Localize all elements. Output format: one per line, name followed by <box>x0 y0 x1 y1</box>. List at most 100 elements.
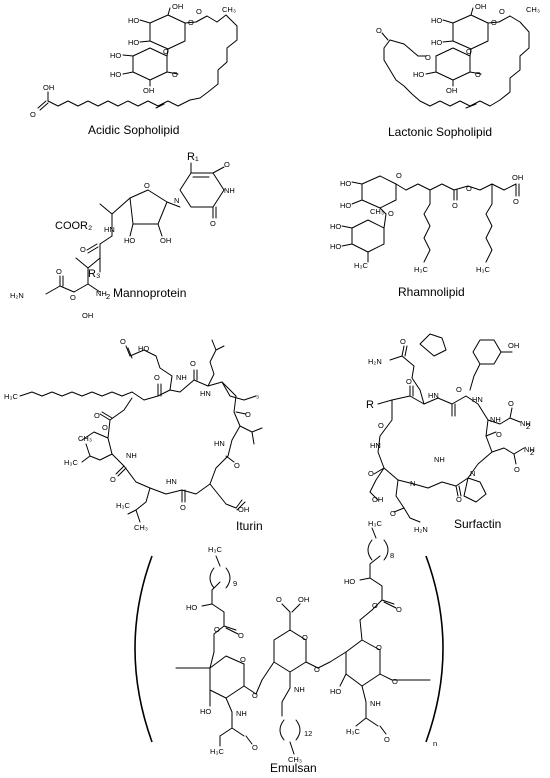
atom-label: H₃C <box>116 501 130 510</box>
atom-label: R₁ <box>187 151 199 163</box>
atom-label: H₃C <box>4 392 18 401</box>
atom-label: O <box>56 267 62 276</box>
chain-bracket <box>383 539 389 561</box>
atom-label: ₃ <box>256 391 259 400</box>
atom-label: O <box>110 475 116 484</box>
atom-label: N <box>470 469 475 478</box>
atom-label: HO <box>330 687 341 696</box>
atom-label: OH <box>172 2 183 11</box>
atom-label: O <box>302 633 308 642</box>
atom-label: NH <box>294 685 305 694</box>
atom-label: CH₃ <box>78 434 92 443</box>
atom-label: O <box>514 465 520 474</box>
caption-surfactin: Surfactin <box>454 517 501 531</box>
chain-bracket <box>225 567 231 589</box>
atom-label: O <box>456 495 462 504</box>
atom-label: 2 <box>526 422 530 431</box>
chain-bracket <box>295 719 301 741</box>
atom-label: O <box>452 201 458 210</box>
atom-label: HN <box>214 439 225 448</box>
atom-label: O <box>456 385 462 394</box>
atom-label: O <box>163 47 169 56</box>
atom-label: HN <box>428 391 439 400</box>
atom-label: NH <box>370 699 381 708</box>
atom-label: HO <box>330 222 341 231</box>
atom-label: O <box>378 421 384 430</box>
atom-label: O <box>94 411 100 420</box>
atom-label: CH₃ <box>370 207 384 216</box>
atom-label: O <box>508 399 514 408</box>
caption-lactonic-sophorolipid: Lactonic Sopholipid <box>388 125 492 139</box>
atom-label: NH <box>176 373 187 382</box>
atom-label: O <box>400 337 406 346</box>
atom-label: OH <box>446 86 457 95</box>
atom-label: HO <box>186 603 197 612</box>
atom-label: OH <box>238 505 249 514</box>
atom-label: HO <box>128 38 139 47</box>
atom-label: OH <box>512 173 523 182</box>
atom-label: HO <box>344 577 355 586</box>
atom-label: H₃C <box>414 265 428 274</box>
atom-label: NH <box>434 455 445 464</box>
atom-label: H₃C <box>208 545 222 554</box>
atom-label: OH <box>82 311 93 320</box>
atom-label: H₃C <box>368 519 382 528</box>
atom-label: HO <box>200 707 211 716</box>
atom-label: H₂N <box>414 525 428 534</box>
atom-label: H₃C <box>64 458 78 467</box>
atom-label: NH <box>236 709 247 718</box>
atom-label: O <box>120 337 126 346</box>
atom-label: HO <box>128 16 139 25</box>
caption-mannoprotein: Mannoprotein <box>113 286 186 300</box>
caption-rhamnolipid: Rhamnolipid <box>398 285 465 299</box>
lactonic-sophorolipid-structure: OH HO HO HO OH O O O O CH₃ O O Lactonic … <box>376 2 540 139</box>
chain-bracket <box>209 567 215 589</box>
atom-label: O <box>30 110 36 119</box>
emulsan-structure: H₃C 9 HO O O O HO NH O H₃C O O OH O O NH… <box>134 519 444 775</box>
repeat-bracket-left <box>134 555 153 743</box>
atom-label: O <box>466 47 472 56</box>
atom-label: O <box>190 359 196 368</box>
atom-label: O <box>252 691 258 700</box>
atom-label: O <box>376 643 382 652</box>
atom-label: O <box>188 18 194 27</box>
atom-label: O <box>475 70 481 79</box>
atom-label: H₃C <box>210 747 224 756</box>
atom-label: O <box>154 373 160 382</box>
atom-label: O <box>390 509 396 518</box>
atom-label: O <box>491 18 497 27</box>
rhamnolipid-structure: HO HO CH₃ HO HO H₃C O O O O OH O H₃C H₃C… <box>330 171 523 299</box>
atom-label: H₃C <box>354 261 368 270</box>
mannoprotein-structure: R₁ O NH O N O OH HO COOR₂ HN O R₃ NH 2 O… <box>10 151 235 320</box>
atom-label: HN <box>166 477 177 486</box>
atom-label: HO <box>110 51 121 60</box>
atom-label: OH <box>475 2 486 11</box>
atom-label: H₃C <box>476 265 490 274</box>
atom-label: HO <box>431 16 442 25</box>
atom-label: OH <box>508 341 519 350</box>
atom-label: OH <box>160 236 171 245</box>
atom-label: O <box>314 665 320 674</box>
atom-label: N <box>410 479 415 488</box>
atom-label: O <box>496 430 502 439</box>
atom-label: OH <box>298 595 309 604</box>
atom-label: O <box>180 503 186 512</box>
atom-label: O <box>466 184 472 193</box>
atom-label: O <box>80 245 86 254</box>
caption-emulsan: Emulsan <box>270 761 317 775</box>
atom-label: NH <box>224 186 235 195</box>
atom-label: O <box>276 595 282 604</box>
atom-label: 8 <box>390 551 394 560</box>
atom-label: O <box>240 655 246 664</box>
chain-bracket <box>367 539 373 561</box>
atom-label: NH <box>126 451 137 460</box>
iturin-structure: H₃C HO O O NH O HN ₃ O HN O HN O OH O NH… <box>4 337 263 533</box>
atom-label: O <box>425 53 431 62</box>
atom-label: COOR₂ <box>55 220 92 232</box>
atom-label: HO <box>330 242 341 251</box>
atom-label: HO <box>340 179 351 188</box>
atom-label: O <box>406 377 412 386</box>
atom-label: HN <box>200 389 211 398</box>
atom-label: O <box>172 70 178 79</box>
